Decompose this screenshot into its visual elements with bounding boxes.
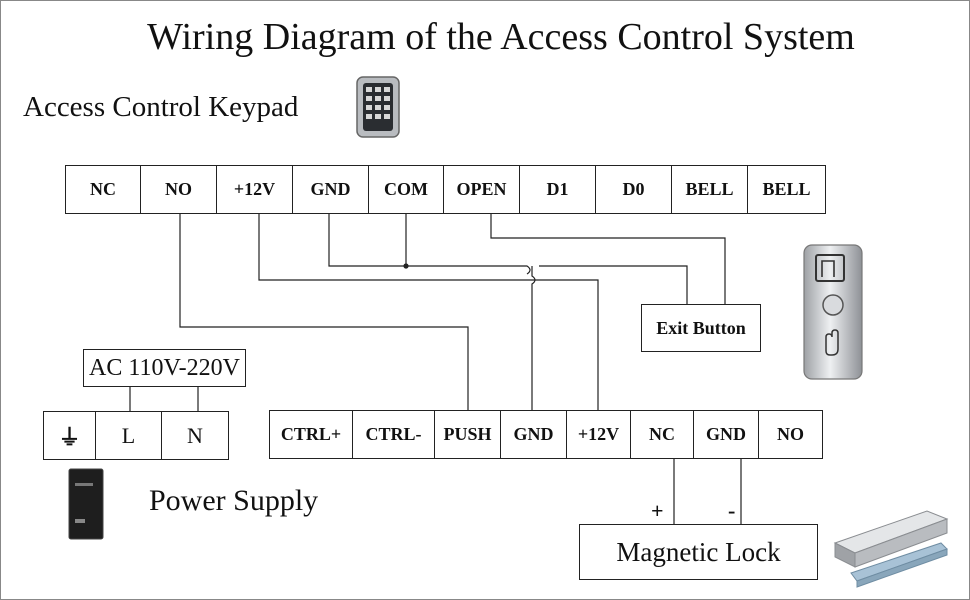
exit-button-box: Exit Button <box>641 304 761 352</box>
psu-terminal-ctrl-minus: CTRL- <box>353 411 435 458</box>
live-terminal: L <box>96 412 162 459</box>
keypad-terminal-no: NO <box>141 166 217 213</box>
psu-terminal-gnd: GND <box>501 411 567 458</box>
keypad-label: Access Control Keypad <box>23 91 299 123</box>
wire-12v-to-12v <box>258 214 599 410</box>
psu-terminal-gnd-2: GND <box>694 411 759 458</box>
wire-gnd-to-exit <box>328 214 531 275</box>
keypad-terminal-bell-2: BELL <box>762 179 811 199</box>
keypad-terminal-nc: NC <box>66 166 141 213</box>
exit-button-label: Exit Button <box>656 317 746 338</box>
magnetic-lock-box: Magnetic Lock <box>579 524 818 580</box>
magnetic-lock-device-image <box>833 510 949 588</box>
ac-input-label: AC 110V-220V <box>89 354 240 381</box>
keypad-terminal-bell-1: BELL <box>672 166 748 213</box>
junction-dot-com <box>403 263 409 269</box>
ground-terminal: ⏚ <box>44 412 96 459</box>
exit-button-device-image <box>803 244 863 380</box>
neutral-terminal: N <box>187 422 203 448</box>
lock-minus-sign: - <box>728 498 736 523</box>
psu-terminal-no: NO <box>777 424 804 444</box>
keypad-terminal-open: OPEN <box>444 166 520 213</box>
power-input-strip: ⏚ L N <box>43 411 229 460</box>
power-supply-device-image <box>68 468 104 540</box>
keypad-terminal-strip: NC NO +12V GND COM OPEN D1 D0 BELL BELL <box>65 165 826 214</box>
power-output-strip: CTRL+ CTRL- PUSH GND +12V NC GND NO <box>269 410 823 459</box>
psu-terminal-push: PUSH <box>435 411 501 458</box>
ac-input-box: AC 110V-220V <box>83 349 246 387</box>
psu-terminal-nc: NC <box>631 411 694 458</box>
keypad-terminal-12v: +12V <box>217 166 293 213</box>
wire-open-to-exit <box>490 214 726 304</box>
power-supply-label: Power Supply <box>149 484 319 517</box>
diagram-title: Wiring Diagram of the Access Control Sys… <box>147 16 855 58</box>
magnetic-lock-label: Magnetic Lock <box>616 536 781 567</box>
keypad-terminal-d0: D0 <box>596 166 672 213</box>
lock-plus-sign: + <box>651 498 664 523</box>
keypad-terminal-com: COM <box>369 166 444 213</box>
keypad-terminal-d1: D1 <box>520 166 596 213</box>
psu-terminal-12v: +12V <box>567 411 631 458</box>
keypad-terminal-gnd: GND <box>293 166 369 213</box>
keypad-device-image <box>356 76 400 138</box>
wire-no-to-push <box>179 214 469 410</box>
psu-terminal-ctrl-plus: CTRL+ <box>270 411 353 458</box>
